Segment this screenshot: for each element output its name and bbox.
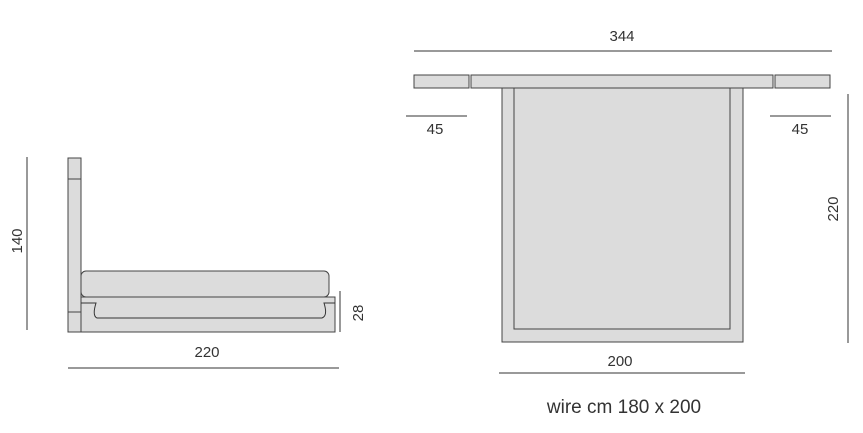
overall-width-label: 344: [609, 28, 634, 45]
mattress-side: [80, 270, 330, 298]
center-headboard-panel: [470, 74, 774, 89]
bed-base-profile: [81, 302, 335, 319]
left-wing-panel: [413, 74, 470, 89]
side-view: 140 28 220: [9, 157, 367, 369]
right-wing-panel: [774, 74, 831, 89]
top-view: 344 45 45 220 200: [406, 28, 849, 374]
left-wing-label: 45: [427, 121, 444, 138]
mattress-width-label: 200: [607, 353, 632, 370]
length-label: 220: [194, 344, 219, 361]
base-height-label: 28: [350, 305, 367, 322]
height-label: 140: [9, 228, 26, 253]
bed-base-frame: [80, 296, 336, 333]
headboard-cap: [67, 157, 82, 180]
caption: wire cm 180 x 200: [546, 397, 701, 418]
right-wing-label: 45: [792, 121, 809, 138]
headboard-post: [67, 178, 82, 313]
headboard-foot: [67, 311, 82, 333]
mattress-top: [513, 87, 731, 330]
depth-label: 220: [825, 196, 842, 221]
